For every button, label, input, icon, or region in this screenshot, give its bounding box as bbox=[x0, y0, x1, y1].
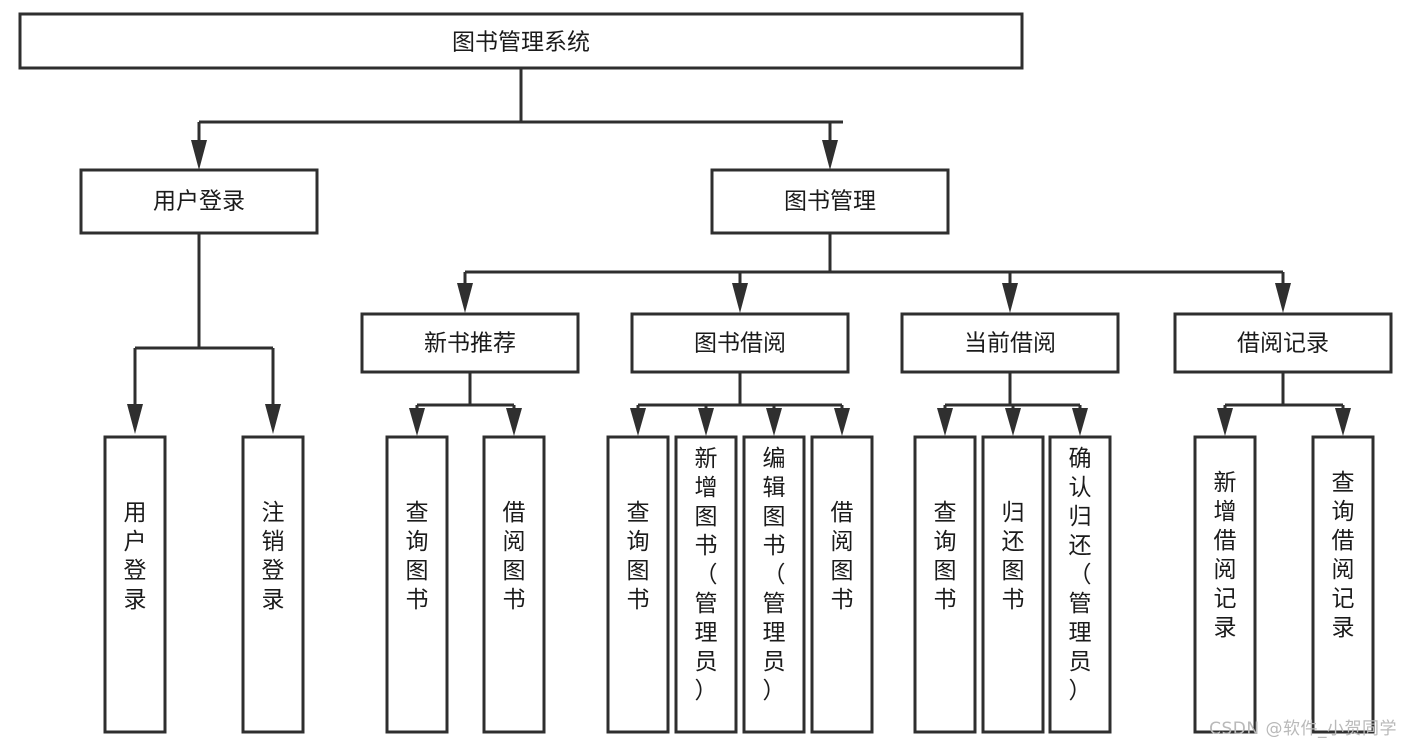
node-leaf-add-record-label: 新增借阅记录 bbox=[1214, 470, 1237, 641]
node-leaf-edit-book-admin[interactable]: 编辑图书（管理员） bbox=[742, 435, 806, 734]
node-user-login-label: 用户登录 bbox=[153, 189, 245, 215]
node-leaf-borrow-book-2-box[interactable] bbox=[810, 435, 874, 734]
node-current-borrow-label: 当前借阅 bbox=[964, 331, 1056, 357]
node-leaf-user-login-box[interactable] bbox=[103, 435, 167, 734]
node-leaf-add-book-admin-box[interactable] bbox=[674, 435, 738, 734]
node-user-login-box[interactable] bbox=[79, 168, 319, 235]
connector-newbook-to-leaves bbox=[409, 372, 522, 436]
node-leaf-add-book-admin[interactable]: 新增图书（管理员） bbox=[674, 435, 738, 734]
node-leaf-return-book-label: 归还图书 bbox=[1002, 500, 1025, 613]
node-root-label: 图书管理系统 bbox=[452, 30, 590, 56]
node-borrow-record-label: 借阅记录 bbox=[1237, 331, 1329, 357]
node-leaf-query-book-2-box[interactable] bbox=[606, 435, 670, 734]
connector-bookmanage-to-level2 bbox=[457, 233, 1291, 313]
node-leaf-logout-login-box[interactable] bbox=[241, 435, 305, 734]
node-leaf-query-record-label: 查询借阅记录 bbox=[1332, 470, 1355, 641]
node-leaf-edit-book-admin-box[interactable] bbox=[742, 435, 806, 734]
node-user-login[interactable]: 用户登录 bbox=[79, 168, 319, 235]
node-leaf-user-login[interactable]: 用户登录 bbox=[103, 435, 167, 734]
node-leaf-query-book-2[interactable]: 查询图书 bbox=[606, 435, 670, 734]
node-current-borrow[interactable]: 当前借阅 bbox=[900, 312, 1120, 374]
node-leaf-add-record-box[interactable] bbox=[1193, 435, 1257, 734]
node-new-book-recommend-label: 新书推荐 bbox=[424, 331, 516, 357]
node-root[interactable]: 图书管理系统 bbox=[18, 12, 1024, 70]
node-leaf-confirm-return-admin[interactable]: 确认归还（管理员） bbox=[1048, 435, 1112, 734]
connector-currentborrow-to-leaves bbox=[937, 372, 1088, 436]
csdn-watermark: CSDN @软件_小贺同学 bbox=[1209, 719, 1397, 739]
node-leaf-return-book-box[interactable] bbox=[981, 435, 1045, 734]
node-leaf-edit-book-admin-label: 编辑图书（管理员） bbox=[763, 446, 786, 704]
node-new-book-recommend-box[interactable] bbox=[360, 312, 580, 374]
node-leaf-user-login-label: 用户登录 bbox=[124, 500, 147, 613]
node-leaf-logout-login[interactable]: 注销登录 bbox=[241, 435, 305, 734]
node-leaf-borrow-book-1[interactable]: 借阅图书 bbox=[482, 435, 546, 734]
node-root-box[interactable] bbox=[18, 12, 1024, 70]
node-leaf-add-book-admin-label: 新增图书（管理员） bbox=[695, 446, 718, 704]
node-leaf-query-record-box[interactable] bbox=[1311, 435, 1375, 734]
node-leaf-query-record[interactable]: 查询借阅记录 bbox=[1311, 435, 1375, 734]
node-leaf-confirm-return-admin-label: 确认归还（管理员） bbox=[1069, 446, 1092, 704]
node-leaf-borrow-book-1-box[interactable] bbox=[482, 435, 546, 734]
node-leaf-query-book-3[interactable]: 查询图书 bbox=[913, 435, 977, 734]
node-leaf-borrow-book-1-label: 借阅图书 bbox=[503, 500, 526, 613]
node-leaf-return-book[interactable]: 归还图书 bbox=[981, 435, 1045, 734]
node-leaf-logout-login-label: 注销登录 bbox=[262, 500, 285, 613]
node-leaf-add-record[interactable]: 新增借阅记录 bbox=[1193, 435, 1257, 734]
node-leaf-borrow-book-2-label: 借阅图书 bbox=[831, 500, 854, 613]
connector-bookborrow-to-leaves bbox=[630, 372, 850, 436]
node-borrow-record-box[interactable] bbox=[1173, 312, 1393, 374]
node-leaf-confirm-return-admin-box[interactable] bbox=[1048, 435, 1112, 734]
connector-root-to-level1 bbox=[191, 68, 843, 170]
node-book-manage-label: 图书管理 bbox=[784, 189, 876, 215]
node-leaf-query-book-3-label: 查询图书 bbox=[934, 500, 957, 613]
node-book-manage-box[interactable] bbox=[710, 168, 950, 235]
node-leaf-query-book-1-label: 查询图书 bbox=[406, 500, 429, 613]
node-leaf-borrow-book-2[interactable]: 借阅图书 bbox=[810, 435, 874, 734]
connector-userlogin-to-leaves bbox=[127, 233, 281, 434]
node-leaf-query-book-1[interactable]: 查询图书 bbox=[385, 435, 449, 734]
node-leaf-query-book-2-label: 查询图书 bbox=[627, 500, 650, 613]
node-borrow-record[interactable]: 借阅记录 bbox=[1173, 312, 1393, 374]
node-book-borrow-box[interactable] bbox=[630, 312, 850, 374]
node-current-borrow-box[interactable] bbox=[900, 312, 1120, 374]
connector-borrowrecord-to-leaves bbox=[1217, 372, 1351, 436]
node-book-manage[interactable]: 图书管理 bbox=[710, 168, 950, 235]
node-new-book-recommend[interactable]: 新书推荐 bbox=[360, 312, 580, 374]
node-leaf-query-book-3-box[interactable] bbox=[913, 435, 977, 734]
node-leaf-query-book-1-box[interactable] bbox=[385, 435, 449, 734]
node-book-borrow[interactable]: 图书借阅 bbox=[630, 312, 850, 374]
node-book-borrow-label: 图书借阅 bbox=[694, 331, 786, 357]
